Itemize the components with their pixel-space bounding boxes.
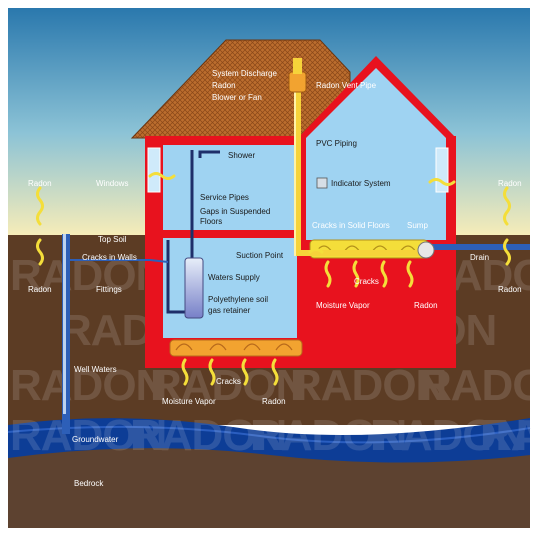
shower-pipe — [198, 150, 220, 158]
label-gaps-2: Floors — [200, 217, 222, 226]
sump — [417, 241, 435, 259]
label-radon-soil-right: Radon — [498, 285, 522, 294]
label-radon-vent-pipe: Radon Vent Pipe — [316, 81, 377, 90]
watermark-text: RADON — [10, 411, 166, 460]
system-discharge-pipe — [293, 58, 302, 74]
label-polyethylene-2: gas retainer — [208, 306, 251, 315]
label-windows: Windows — [96, 179, 128, 188]
label-cracks-right: Cracks — [354, 277, 379, 286]
room-right-floor — [306, 230, 446, 240]
label-well-waters: Well Waters — [74, 365, 117, 374]
label-water-supply: Waters Supply — [208, 273, 260, 282]
label-fittings: Fittings — [96, 285, 122, 294]
label-sump: Sump — [407, 221, 428, 230]
label-cracks-solid-floors: Cracks in Solid Floors — [312, 221, 390, 230]
radon-blower-fan — [288, 71, 307, 93]
label-blower-fan: Blower or Fan — [212, 93, 262, 102]
label-radon-under-right: Radon — [414, 301, 438, 310]
label-system-discharge: System Discharge — [212, 69, 277, 78]
label-radon-left: Radon — [28, 179, 52, 188]
label-radon-blower: Radon — [212, 81, 236, 90]
label-bedrock: Bedrock — [74, 479, 104, 488]
watermark-text: RADON — [130, 411, 286, 460]
water-tank — [184, 257, 204, 319]
window-left — [147, 147, 161, 193]
label-radon-bottom: Radon — [262, 397, 286, 406]
radon-squiggles — [36, 172, 511, 386]
room-left-upper — [163, 145, 297, 230]
water-supply-pipe — [70, 259, 169, 263]
service-pipe — [166, 150, 194, 314]
label-gaps-1: Gaps in Suspended — [200, 207, 270, 216]
label-pvc-piping: PVC Piping — [316, 139, 357, 148]
label-indicator-system: Indicator System — [331, 179, 391, 188]
watermark-text: RADON — [250, 411, 406, 460]
labels: System Discharge Radon Blower or Fan Rad… — [28, 69, 522, 488]
watermark-text: RADON — [290, 361, 446, 410]
watermark-text: RADON — [370, 411, 526, 460]
drain-pipe — [428, 244, 530, 250]
label-suction-point: Suction Point — [236, 251, 284, 260]
watermark-text: RADON — [480, 411, 538, 460]
label-top-soil: Top Soil — [98, 235, 127, 244]
watermark-text: RADON — [420, 361, 538, 410]
label-drain: Drain — [470, 253, 489, 262]
label-shower: Shower — [228, 151, 255, 160]
indicator-system — [316, 177, 328, 189]
label-groundwater: Groundwater — [72, 435, 119, 444]
label-cracks-bottom: Cracks — [216, 377, 241, 386]
watermark-text: RADON — [150, 361, 306, 410]
label-service-pipes: Service Pipes — [200, 193, 249, 202]
radon-vent-pipe — [294, 88, 301, 256]
attic-room — [306, 68, 446, 138]
room-right — [306, 138, 446, 230]
label-polyethylene-1: Polyethylene soil — [208, 295, 268, 304]
label-moisture-vapor-right: Moisture Vapor — [316, 301, 370, 310]
label-moisture-vapor-bottom: Moisture Vapor — [162, 397, 216, 406]
suction-pipe — [298, 250, 426, 256]
watermark-text: RADON — [10, 361, 166, 410]
label-cracks-in-walls: Cracks in Walls — [82, 253, 137, 262]
foundation-mat-left — [169, 339, 303, 357]
groundwater-band — [8, 418, 530, 463]
label-radon-right: Radon — [498, 179, 522, 188]
label-radon-soil-left: Radon — [28, 285, 52, 294]
